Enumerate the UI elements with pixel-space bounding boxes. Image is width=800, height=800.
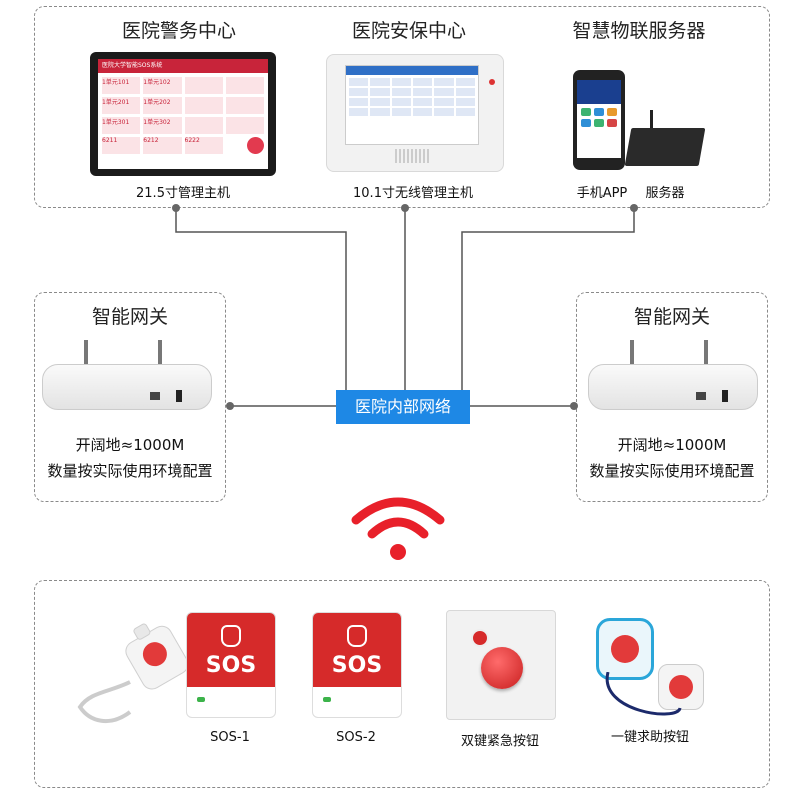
one-key-help-button-device bbox=[588, 612, 718, 722]
hand-stop-icon bbox=[221, 625, 241, 647]
phone-banner bbox=[577, 80, 621, 104]
power-button-icon bbox=[489, 79, 495, 85]
speaker-grille-icon bbox=[395, 149, 431, 163]
screen-grid bbox=[346, 75, 478, 119]
monitor-header: 医院大学智能SOS系统 bbox=[98, 59, 268, 73]
center3-title: 智慧物联服务器 bbox=[572, 20, 706, 42]
phone-screen bbox=[577, 80, 621, 158]
center2-title: 医院安保中心 bbox=[351, 20, 466, 42]
pull-cord-pendant-device bbox=[70, 612, 190, 732]
phone-app-caption: 手机APP bbox=[576, 186, 628, 201]
grid-cell: 6212 bbox=[143, 137, 182, 154]
wristband-icon bbox=[596, 618, 654, 680]
gateway-right-panel bbox=[576, 292, 768, 502]
status-led-icon bbox=[323, 697, 331, 702]
server-box-device bbox=[624, 110, 706, 168]
status-led-icon bbox=[197, 697, 205, 702]
one-key-caption: 一键求助按钮 bbox=[610, 730, 689, 745]
ethernet-port-icon bbox=[696, 392, 706, 400]
wireless-host-screen bbox=[345, 65, 479, 145]
grid-cell: 1单元302 bbox=[143, 117, 182, 134]
sos-label: SOS bbox=[205, 653, 257, 678]
antenna-icon bbox=[630, 340, 634, 366]
antenna-icon bbox=[158, 340, 162, 366]
small-red-button-icon bbox=[471, 629, 489, 647]
lanyard-icon bbox=[605, 672, 682, 716]
sos-2-caption: SOS-2 bbox=[336, 730, 376, 745]
host-21-5-monitor: 医院大学智能SOS系统 1单元101 1单元102 1单元201 1单元202 … bbox=[90, 52, 276, 176]
devices-panel bbox=[34, 580, 770, 788]
gateway-left-device bbox=[42, 340, 212, 412]
grid-cell bbox=[184, 77, 223, 94]
wifi-signal-icon bbox=[351, 497, 445, 560]
center2-caption: 10.1寸无线管理主机 bbox=[353, 186, 473, 201]
grid-cell: 6211 bbox=[102, 137, 141, 154]
gateway-right-title: 智能网关 bbox=[633, 306, 710, 328]
gateway-left-note: 数量按实际使用环境配置 bbox=[47, 462, 213, 480]
grid-cell bbox=[184, 117, 223, 134]
sos-red-panel: SOS bbox=[313, 613, 401, 687]
sos-red-panel: SOS bbox=[187, 613, 275, 687]
grid-cell: 1单元202 bbox=[143, 97, 182, 114]
center1-title: 医院警务中心 bbox=[121, 20, 236, 42]
gateway-left-panel bbox=[34, 292, 226, 502]
grid-cell: 1单元301 bbox=[102, 117, 141, 134]
screen-header-bar bbox=[346, 66, 478, 75]
gateway-right-note: 数量按实际使用环境配置 bbox=[589, 462, 755, 480]
grid-cell: 1单元201 bbox=[102, 97, 141, 114]
grid-cell bbox=[225, 97, 264, 114]
center1-caption: 21.5寸管理主机 bbox=[136, 186, 230, 201]
grid-cell: 6222 bbox=[184, 137, 223, 154]
gateway-left-range: 开阔地≈1000M bbox=[75, 436, 185, 454]
sos-2-device: SOS bbox=[312, 612, 402, 718]
hospital-network-label: 医院内部网络 bbox=[336, 390, 470, 424]
power-port-icon bbox=[176, 390, 182, 402]
monitor-grid: 1单元101 1单元102 1单元201 1单元202 1单元301 1单元30… bbox=[98, 73, 268, 158]
power-port-icon bbox=[722, 390, 728, 402]
gateway-left-title: 智能网关 bbox=[91, 306, 168, 328]
hand-stop-icon bbox=[347, 625, 367, 647]
gateway-right-device bbox=[588, 340, 758, 412]
grid-cell: 1单元101 bbox=[102, 77, 141, 94]
sos-1-caption: SOS-1 bbox=[210, 730, 250, 745]
double-key-caption: 双键紧急按钮 bbox=[460, 734, 539, 749]
antenna-icon bbox=[84, 340, 88, 366]
alarm-dot bbox=[247, 137, 264, 154]
grid-cell: 1单元102 bbox=[143, 77, 182, 94]
antenna-icon bbox=[704, 340, 708, 366]
grid-cell bbox=[225, 77, 264, 94]
antenna-icon bbox=[650, 110, 653, 130]
host-10-1-wireless bbox=[326, 54, 504, 172]
server-caption: 服务器 bbox=[645, 186, 685, 201]
big-red-button-icon bbox=[481, 647, 523, 689]
phone-app-grid bbox=[577, 104, 621, 131]
grid-cell bbox=[225, 117, 264, 134]
sos-1-device: SOS bbox=[186, 612, 276, 718]
coiled-cord-icon bbox=[77, 623, 189, 723]
double-key-emergency-button-device bbox=[446, 610, 556, 720]
ethernet-port-icon bbox=[150, 392, 160, 400]
phone-app-device bbox=[573, 70, 625, 170]
gateway-right-range: 开阔地≈1000M bbox=[617, 436, 727, 454]
grid-cell bbox=[184, 97, 223, 114]
monitor-screen: 医院大学智能SOS系统 1单元101 1单元102 1单元201 1单元202 … bbox=[98, 59, 268, 169]
sos-label: SOS bbox=[331, 653, 383, 678]
